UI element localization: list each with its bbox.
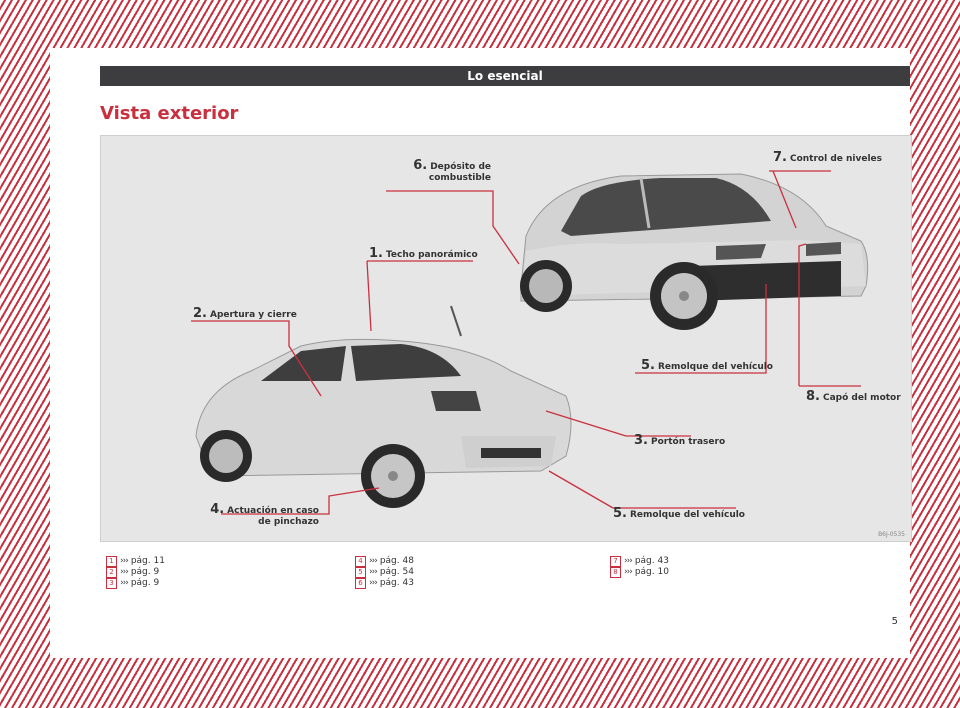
callout-puncture: 4.Actuación en caso de pinchazo — [210, 502, 319, 527]
front-car-image — [520, 173, 869, 330]
callout-badge: 8 — [610, 567, 621, 578]
callout-fluid-levels: 7.Control de niveles — [773, 150, 883, 165]
reference-column-2: 4›››pág. 48 5›››pág. 54 6›››pág. 43 — [355, 556, 414, 589]
callout-towing-rear: 5.Remolque del vehículo — [613, 506, 745, 521]
callout-badge: 2 — [106, 567, 117, 578]
callout-badge: 4 — [355, 556, 366, 567]
rear-car-image — [195, 305, 572, 508]
page-reference[interactable]: pág. 9 — [130, 578, 160, 588]
reference-item: 6›››pág. 43 — [355, 578, 414, 589]
arrow-icon: ››› — [369, 578, 378, 588]
callout-fuel-tank: 6.Depósito de combustible — [413, 158, 491, 183]
arrow-icon: ››› — [624, 556, 633, 566]
callout-badge: 5 — [355, 567, 366, 578]
reference-item: 5›››pág. 54 — [355, 567, 414, 578]
page-reference[interactable]: pág. 11 — [130, 556, 165, 566]
page-reference[interactable]: pág. 43 — [634, 556, 669, 566]
callout-locking: 2.Apertura y cierre — [193, 306, 297, 321]
reference-column-1: 1›››pág. 11 2›››pág. 9 3›››pág. 9 — [106, 556, 165, 589]
callout-leaders — [191, 170, 861, 515]
page-reference[interactable]: pág. 10 — [634, 567, 669, 577]
arrow-icon: ››› — [120, 578, 129, 588]
chapter-header: Lo esencial — [100, 66, 910, 86]
car-illustration — [191, 170, 869, 515]
figure-code: B6J-0535 — [878, 531, 905, 538]
reference-item: 2›››pág. 9 — [106, 567, 165, 578]
callout-towing-front: 5.Remolque del vehículo — [641, 358, 773, 373]
reference-item: 8›››pág. 10 — [610, 567, 669, 578]
car-exterior-figure: 6.Depósito de combustible 7.Control de n… — [100, 135, 912, 542]
section-title: Vista exterior — [100, 103, 239, 124]
callout-tailgate: 3.Portón trasero — [634, 433, 726, 448]
arrow-icon: ››› — [120, 567, 129, 577]
callout-badge: 7 — [610, 556, 621, 567]
page-reference[interactable]: pág. 43 — [379, 578, 414, 588]
reference-item: 1›››pág. 11 — [106, 556, 165, 567]
callout-badge: 3 — [106, 578, 117, 589]
arrow-icon: ››› — [624, 567, 633, 577]
reference-item: 3›››pág. 9 — [106, 578, 165, 589]
manual-page: Lo esencial Vista exterior — [50, 48, 912, 658]
arrow-icon: ››› — [369, 567, 378, 577]
callout-bonnet: 8.Capó del motor — [806, 389, 901, 404]
callout-panoramic-roof: 1.Techo panorámico — [369, 246, 478, 261]
page-reference[interactable]: pág. 9 — [130, 567, 160, 577]
reference-item: 7›››pág. 43 — [610, 556, 669, 567]
page-reference[interactable]: pág. 48 — [379, 556, 414, 566]
callout-badge: 6 — [355, 578, 366, 589]
page-reference[interactable]: pág. 54 — [379, 567, 414, 577]
callout-badge: 1 — [106, 556, 117, 567]
reference-column-3: 7›››pág. 43 8›››pág. 10 — [610, 556, 669, 578]
arrow-icon: ››› — [369, 556, 378, 566]
reference-item: 4›››pág. 48 — [355, 556, 414, 567]
page-number: 5 — [891, 616, 898, 627]
arrow-icon: ››› — [120, 556, 129, 566]
